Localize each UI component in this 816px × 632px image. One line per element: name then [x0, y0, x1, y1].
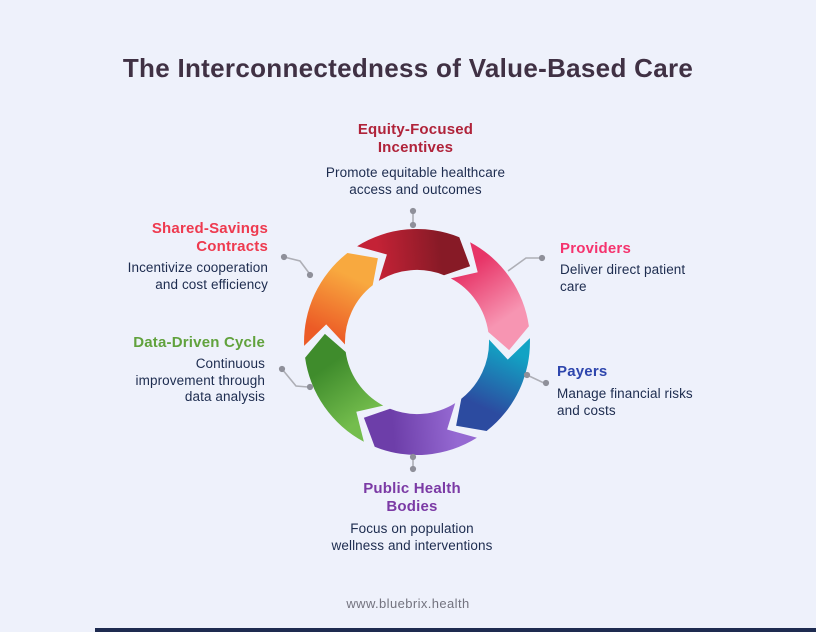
node-public-health-bodies: Public Health Bodies Focus on population… [328, 480, 496, 554]
cycle-arrow-public-health-bodies [361, 400, 480, 458]
node-description: Incentivize cooperation and cost efficie… [127, 260, 268, 292]
connector-dot [542, 379, 550, 387]
node-equity-focused-incentives: Equity-Focused Incentives Promote equita… [308, 121, 523, 198]
node-label: Public Health Bodies [363, 480, 461, 515]
connector-dot [409, 465, 417, 473]
connector-dot [280, 253, 288, 261]
node-label: Payers [557, 363, 608, 380]
page-title: The Interconnectedness of Value-Based Ca… [122, 53, 694, 83]
connector-dot [278, 365, 286, 373]
connector-line [507, 257, 540, 272]
node-description: Deliver direct patient care [560, 262, 686, 294]
node-label: Providers [560, 240, 631, 257]
connector-dot [409, 453, 417, 461]
website-url: www.bluebrix.health [346, 596, 470, 611]
node-description: Continuous improvement through data anal… [135, 356, 265, 405]
node-description: Focus on population wellness and interve… [331, 521, 493, 553]
node-payers: Payers Manage financial risks and costs [557, 363, 705, 419]
connector-dot [538, 254, 546, 262]
node-description: Manage financial risks and costs [557, 386, 693, 418]
node-description: Promote equitable healthcare access and … [325, 165, 506, 197]
node-label: Equity-Focused Incentives [357, 121, 474, 156]
cycle-arrow-payers [453, 335, 533, 434]
cycle-arrow-providers [448, 239, 532, 353]
cycle-arrow-equity-focused-incentives [354, 226, 473, 284]
connector-dot [409, 207, 417, 215]
node-label: Data-Driven Cycle [133, 334, 265, 351]
cycle-arrow-data-driven-cycle [302, 331, 386, 445]
connector-dot [523, 371, 531, 379]
node-shared-savings-contracts: Shared-Savings Contracts Incentivize coo… [118, 220, 268, 293]
connector-dot [409, 221, 417, 229]
connector-dot [306, 271, 314, 279]
bottom-border [95, 628, 816, 632]
node-data-driven-cycle: Data-Driven Cycle Continuous improvement… [130, 334, 265, 406]
connector-line [526, 374, 545, 384]
cycle-arrow-shared-savings-contracts [301, 250, 381, 349]
connector-dot [306, 383, 314, 391]
node-providers: Providers Deliver direct patient care [560, 240, 700, 295]
connector-line [283, 256, 310, 274]
node-label: Shared-Savings Contracts [151, 220, 268, 255]
connector-line [281, 368, 309, 388]
